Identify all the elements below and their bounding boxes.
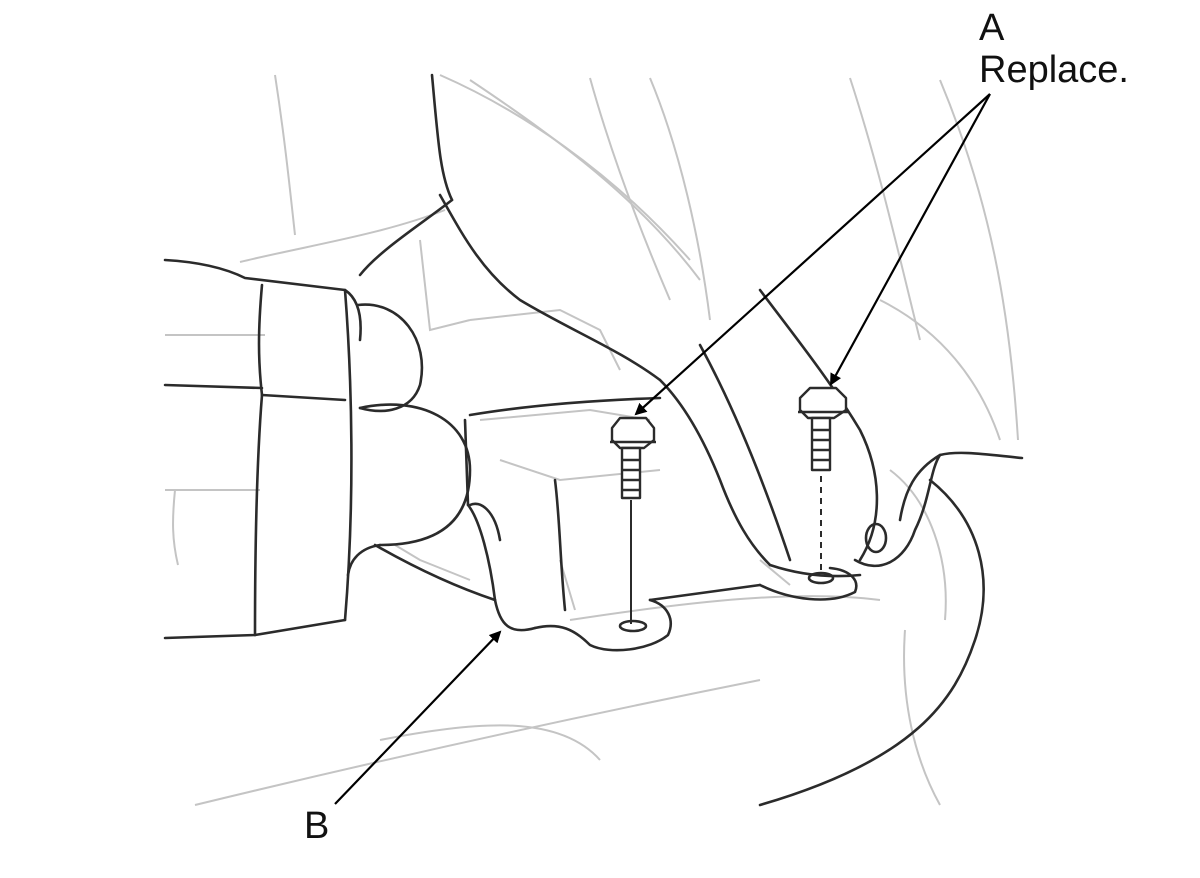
flange-bolt-icon xyxy=(610,416,656,500)
callout-leader-lines xyxy=(334,93,991,805)
background-body-lines xyxy=(165,74,1019,806)
flange-bolt-icon xyxy=(798,386,848,472)
callout-a-note: Replace. xyxy=(979,49,1129,91)
leader-a-left xyxy=(634,93,991,416)
bolt-guide-lines xyxy=(630,476,822,624)
callout-a-letter: A xyxy=(979,7,1005,49)
leader-a-right xyxy=(830,93,991,386)
callout-b-letter: B xyxy=(304,805,330,847)
assembly-outline xyxy=(163,73,1024,807)
leader-b xyxy=(334,630,502,805)
